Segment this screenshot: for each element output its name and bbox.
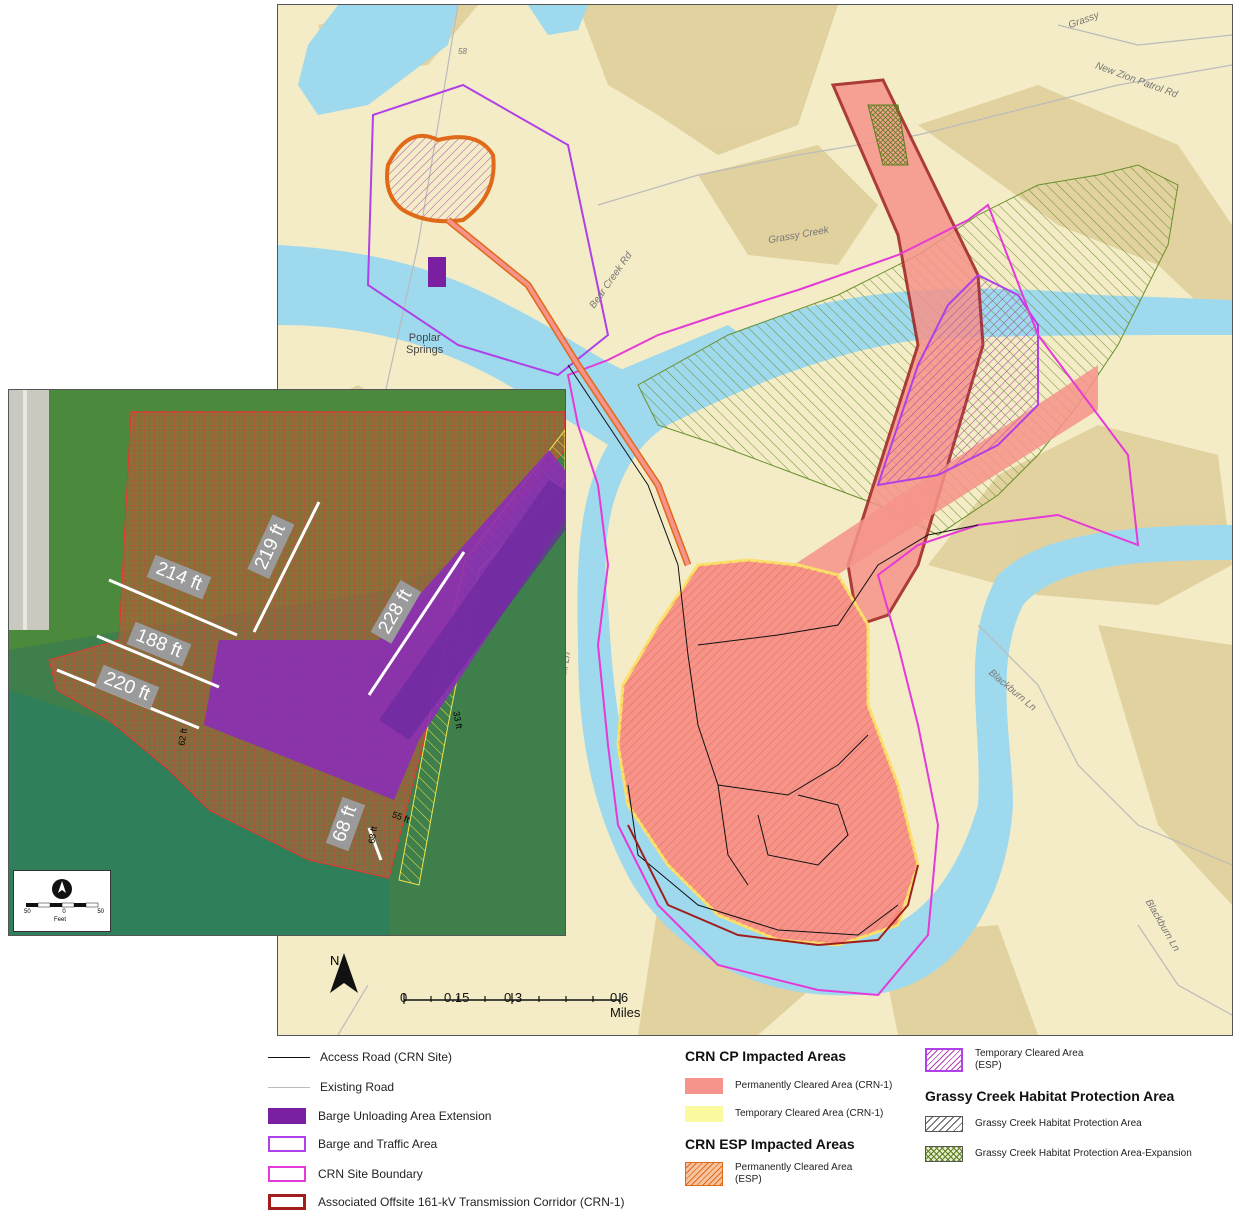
place-label-poplar-1: Poplar: [408, 332, 441, 344]
legend-grassy-exp: Grassy Creek Habitat Protection Area-Exp…: [925, 1146, 1192, 1162]
legend-barge-traffic: Barge and Traffic Area: [268, 1136, 437, 1152]
legend-cp-temp-swatch: [685, 1106, 723, 1122]
scale-bar-graphic: [403, 993, 621, 1004]
legend-cp-temp: Temporary Cleared Area (CRN-1): [685, 1106, 883, 1122]
legend-grassy-area-swatch: [925, 1116, 963, 1132]
legend-barge-traffic-swatch: [268, 1136, 306, 1152]
legend-grassy-area: Grassy Creek Habitat Protection Area: [925, 1116, 1142, 1132]
map-scalebar: 0 0.15 0.3 0.6 Miles: [398, 990, 640, 1020]
inset-canvas: [9, 390, 565, 935]
legend-esp-temp-swatch: [925, 1048, 963, 1072]
legend-access-road-swatch: [268, 1056, 310, 1058]
inset-highway: [9, 390, 49, 630]
legend-esp-perm-line2: (ESP): [735, 1174, 762, 1185]
legend-cp-temp-label: Temporary Cleared Area (CRN-1): [735, 1108, 884, 1119]
legend-grassy-area-label: Grassy Creek Habitat Protection Area: [975, 1118, 1142, 1129]
legend-existing-road: Existing Road: [268, 1080, 394, 1094]
inset-barge-lane: [379, 480, 565, 740]
place-label-poplar-2: Springs: [406, 344, 444, 356]
inset-compass-icon: [26, 879, 99, 908]
legend-esp-perm-line1: Permanently Cleared Area: [735, 1162, 853, 1173]
legend-grassy-exp-label: Grassy Creek Habitat Protection Area-Exp…: [975, 1148, 1192, 1159]
transmission-corridor: [830, 78, 985, 627]
legend-barge-ext: Barge Unloading Area Extension: [268, 1108, 491, 1124]
inset-highway-lane: [23, 390, 27, 630]
access-road-corridor-inner: [446, 218, 690, 566]
inset-scale-box: 50 0 50 Feet: [13, 870, 111, 932]
scale-tick-2: 0.3: [504, 990, 523, 1005]
north-label: N: [330, 953, 340, 968]
legend-cp-perm: Permanently Cleared Area (CRN-1): [685, 1078, 892, 1094]
legend-access-road: Access Road (CRN Site): [268, 1050, 452, 1064]
inset-scale-tick-1: 0: [62, 909, 66, 915]
legend-barge-ext-swatch: [268, 1108, 306, 1124]
transmission-expansion: [867, 104, 909, 166]
lake-upper-left: [298, 5, 458, 115]
legend-transmission: Associated Offsite 161-kV Transmission C…: [268, 1194, 625, 1210]
legend-transmission-label: Associated Offsite 161-kV Transmission C…: [318, 1195, 625, 1209]
inset-scale-tick-0: 50: [24, 909, 31, 915]
inset-scale-unit: Feet: [54, 917, 67, 923]
legend-cp-perm-swatch: [685, 1078, 723, 1094]
legend-barge-ext-label: Barge Unloading Area Extension: [318, 1109, 492, 1123]
legend-cp-perm-label: Permanently Cleared Area (CRN-1): [735, 1080, 893, 1091]
scale-tick-1: 0.15: [444, 990, 470, 1005]
legend-esp-temp-label: Temporary Cleared Area (ESP): [975, 1048, 1083, 1072]
existing-roads: [278, 5, 1232, 1035]
legend-existing-road-swatch: [268, 1086, 310, 1088]
legend-site-boundary: CRN Site Boundary: [268, 1166, 423, 1182]
legend-access-road-label: Access Road (CRN Site): [320, 1050, 453, 1064]
legend-barge-traffic-label: Barge and Traffic Area: [318, 1137, 438, 1151]
legend-existing-road-label: Existing Road: [320, 1080, 395, 1094]
place-label-poplar-springs: Poplar Springs: [406, 332, 443, 356]
legend-grassy-heading: Grassy Creek Habitat Protection Area: [925, 1088, 1175, 1104]
inset-scale-tick-2: 50: [97, 909, 104, 915]
creek-upper: [528, 5, 588, 35]
barge-unloading-extension: [428, 257, 446, 287]
inset-aerial-map[interactable]: 214 ft 219 ft 188 ft 220 ft 228 ft 68 ft…: [8, 389, 566, 936]
legend-esp-perm: Permanently Cleared Area (ESP): [685, 1162, 852, 1186]
legend-esp-perm-swatch: [685, 1162, 723, 1186]
legend-esp-heading: CRN ESP Impacted Areas: [685, 1136, 855, 1152]
legend-esp-temp-line1: Temporary Cleared Area: [975, 1048, 1084, 1059]
north-arrow: N: [330, 953, 358, 993]
legend-esp-perm-label: Permanently Cleared Area (ESP): [735, 1162, 852, 1186]
legend-site-boundary-label: CRN Site Boundary: [318, 1167, 423, 1181]
esp-perm-barge: [385, 134, 496, 224]
legend-esp-temp-line2: (ESP): [975, 1060, 1002, 1071]
legend-transmission-swatch: [268, 1194, 306, 1210]
legend-cp-heading: CRN CP Impacted Areas: [685, 1048, 847, 1064]
legend-site-boundary-swatch: [268, 1166, 306, 1182]
inset-barge-extension: [204, 450, 565, 800]
legend-esp-temp: Temporary Cleared Area (ESP): [925, 1048, 1083, 1072]
river-channel: [278, 245, 1232, 996]
north-arrow-icon: [330, 953, 358, 993]
creek-inlet: [608, 325, 748, 390]
legend-grassy-exp-swatch: [925, 1146, 963, 1162]
transmission-boundary-south: [627, 824, 919, 947]
crn-cp-permanent-hatch: [618, 560, 918, 945]
legend: Access Road (CRN Site) Existing Road Bar…: [0, 1040, 1235, 1215]
crn-site-boundary: [566, 203, 1140, 997]
scale-tick-3: 0.6 Miles: [610, 990, 641, 1020]
route-shield: 58: [458, 47, 467, 56]
barge-traffic-area: [366, 83, 610, 377]
